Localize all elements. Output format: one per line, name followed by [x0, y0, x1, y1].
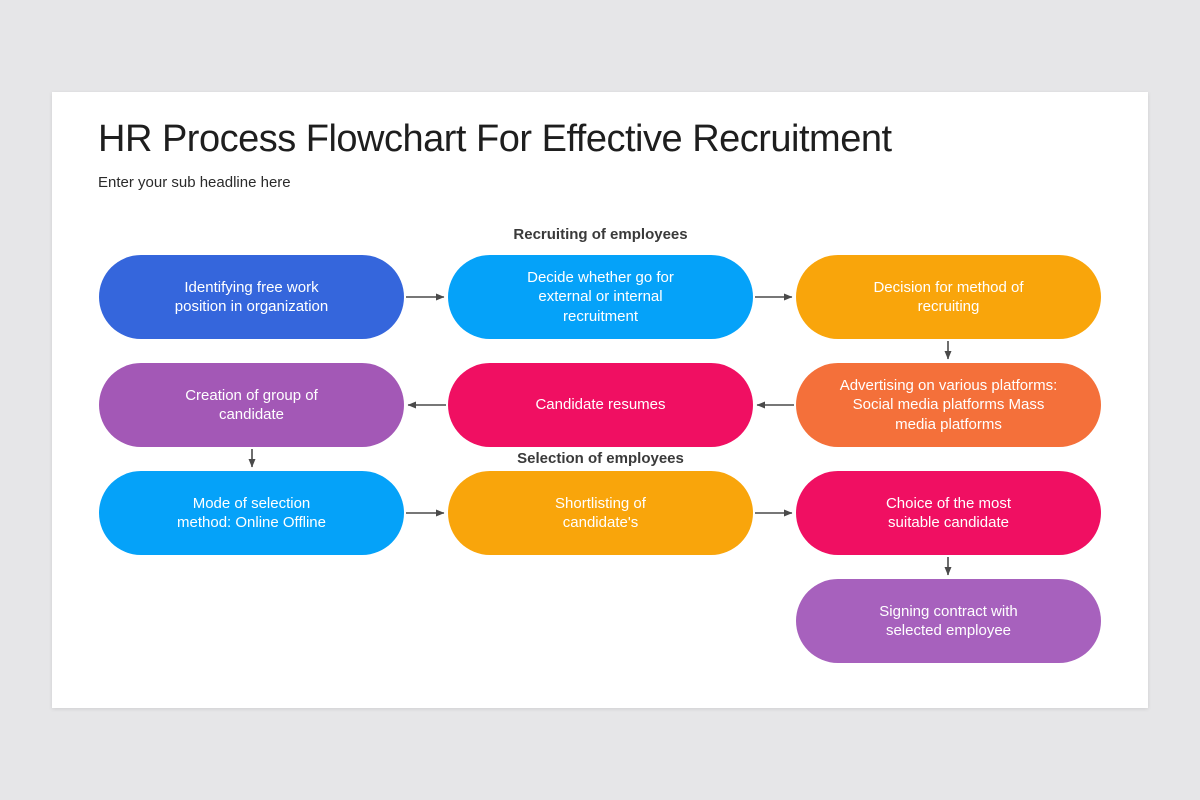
node-method-decision: Decision for method of recruiting [796, 255, 1101, 339]
node-shortlisting: Shortlisting of candidate's [448, 471, 753, 555]
section-label-selection: Selection of employees [517, 450, 684, 467]
node-candidate-resumes: Candidate resumes [448, 363, 753, 447]
node-best-candidate: Choice of the most suitable candidate [796, 471, 1101, 555]
node-identify-position: Identifying free work position in organi… [99, 255, 404, 339]
sub-headline: Enter your sub headline here [98, 174, 291, 191]
node-decide-recruit-type: Decide whether go for external or intern… [448, 255, 753, 339]
page-title: HR Process Flowchart For Effective Recru… [98, 118, 892, 160]
section-label-recruiting: Recruiting of employees [513, 226, 688, 243]
node-advertising: Advertising on various platforms: Social… [796, 363, 1101, 447]
node-selection-mode: Mode of selection method: Online Offline [99, 471, 404, 555]
node-signing-contract: Signing contract with selected employee [796, 579, 1101, 663]
node-candidate-group: Creation of group of candidate [99, 363, 404, 447]
